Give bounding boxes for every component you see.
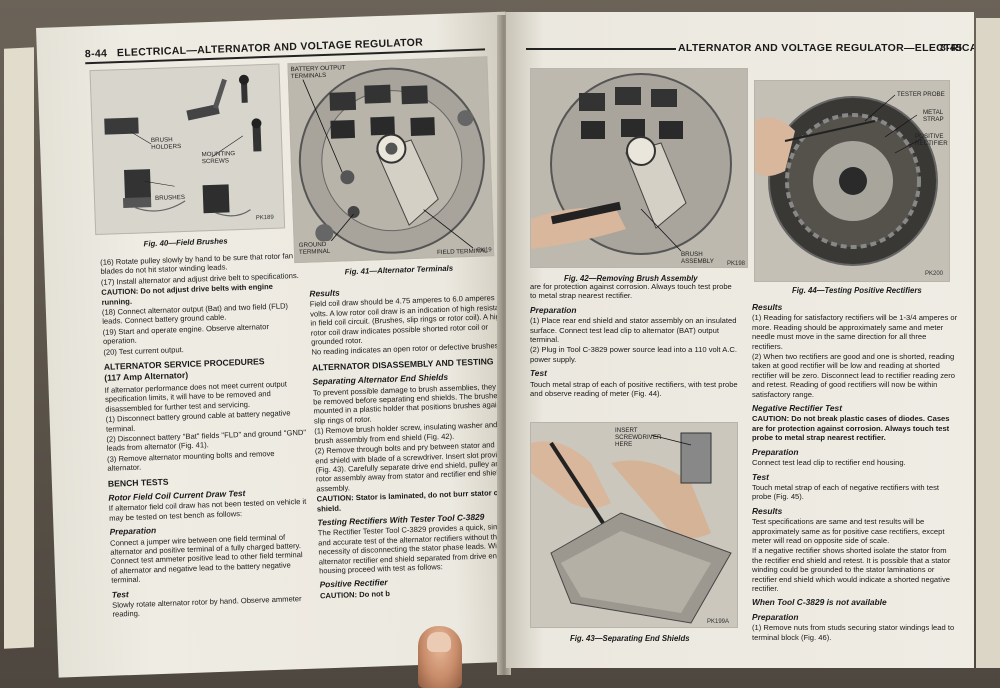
fig41-caption: Fig. 41—Alternator Terminals <box>344 263 454 277</box>
right-running-head: ALTERNATOR AND VOLTAGE REGULATOR—ELECTRI… <box>678 42 974 54</box>
fig40-code: PK189 <box>255 214 274 222</box>
fig43-label-insert-screwdriver: INSERT SCREWDRIVER HERE <box>615 427 662 448</box>
caution-note: CAUTION: Do not break plastic cases of d… <box>752 414 950 443</box>
body-paragraph: Connect test lead clip to rectifier end … <box>752 458 906 468</box>
fig43-code: PK199A <box>707 619 730 625</box>
left-text-column-1: (16) Rotate pulley slowly by hand to be … <box>100 251 313 621</box>
body-paragraph: The Rectifier Tester Tool C-3829 provide… <box>317 522 510 576</box>
body-paragraph: (2) Plug in Tool C-3829 power source lea… <box>530 345 737 364</box>
reader-thumbnail <box>427 632 451 652</box>
fig42-photo: BRUSH ASSEMBLY PK198 <box>530 68 748 268</box>
fig41-label-battery-output: BATTERY OUTPUT TERMINALS <box>290 64 346 81</box>
body-paragraph: (1) Place rear end shield and stator ass… <box>530 316 737 345</box>
separating-end-shields-illustration <box>531 432 732 624</box>
removing-brush-assembly-illustration <box>531 73 732 255</box>
section-heading: Negative Rectifier Test <box>752 403 842 414</box>
section-heading: Preparation <box>752 446 799 457</box>
fig40-label-mounting-screws: MOUNTING SCREWS <box>201 150 236 166</box>
left-page: 8-44 ELECTRICAL—ALTERNATOR AND VOLTAGE R… <box>36 11 529 678</box>
fig43-caption: Fig. 43—Separating End Shields <box>570 634 690 643</box>
body-paragraph: (1) Reading for satisfactory rectifiers … <box>752 313 958 351</box>
body-paragraph: (2) Remove through bolts and pry between… <box>314 439 514 494</box>
fig44-label-metal-strap: METAL STRAP <box>923 109 944 123</box>
fig44-label-tester-probe: TESTER PROBE <box>897 91 945 98</box>
book-cover-edge <box>4 47 34 649</box>
alternator-terminals-illustration <box>298 67 485 254</box>
fig40-label-brushes: BRUSHES <box>154 193 186 202</box>
book-back-edge <box>976 18 1000 668</box>
section-heading: Results <box>752 302 783 312</box>
right-page-number: 8-45 <box>940 42 963 54</box>
field-brushes-illustration <box>104 74 262 217</box>
section-heading: Test <box>530 368 547 379</box>
section-heading: BENCH TESTS <box>107 476 169 489</box>
body-paragraph: Field coil draw should be 4.75 amperes t… <box>309 292 514 347</box>
fig44-caption: Fig. 44—Testing Positive Rectifiers <box>792 286 922 295</box>
fig40-photo: BRUSH HOLDERS MOUNTING SCREWS BRUSHES PK… <box>89 63 286 236</box>
body-paragraph: If a negative rectifier shows shorted is… <box>752 546 951 593</box>
body-paragraph: To prevent possible damage to brush asse… <box>312 381 515 426</box>
fig42-label-brush-assembly: BRUSH ASSEMBLY <box>681 251 714 265</box>
body-paragraph: (1) Remove nuts from studs securing stat… <box>752 623 955 642</box>
body-paragraph: are for protection against corrosion. Al… <box>530 282 732 301</box>
fig44-photo: TESTER PROBE METAL STRAP POSITIVE RECTIF… <box>754 80 950 282</box>
fig40-label-brush-holders: BRUSH HOLDERS <box>150 136 182 152</box>
body-paragraph: Test specifications are same and test re… <box>752 517 945 545</box>
fig41-label-ground-terminal: GROUND TERMINAL <box>298 240 340 256</box>
section-heading: Results <box>752 505 783 516</box>
fig42-code: PK198 <box>727 261 746 267</box>
left-page-number: 8-44 <box>84 47 108 61</box>
fig43-photo: INSERT SCREWDRIVER HERE PK199A <box>530 422 738 628</box>
fig41-photo: BATTERY OUTPUT TERMINALS FIELD TERMINAL … <box>287 56 495 264</box>
fig42-caption: Fig. 42—Removing Brush Assembly <box>564 274 698 283</box>
section-heading: Test <box>752 471 769 482</box>
body-paragraph: Connect a jumper wire between one field … <box>109 532 303 585</box>
section-heading: Preparation <box>752 611 799 622</box>
right-text-column-2: Results(1) Reading for satisfactory rect… <box>752 298 958 643</box>
body-paragraph: (2) When two rectifiers are good and one… <box>752 352 956 399</box>
fig44-code: PK200 <box>925 271 944 277</box>
right-page: ALTERNATOR AND VOLTAGE REGULATOR—ELECTRI… <box>506 12 974 668</box>
right-text-column-1: are for protection against corrosion. Al… <box>530 282 738 399</box>
body-paragraph: Touch metal strap of each of negative re… <box>752 482 939 502</box>
section-heading: When Tool C-3829 is not available <box>752 597 887 608</box>
fig40-caption: Fig. 40—Field Brushes <box>143 236 228 249</box>
section-heading: ALTERNATOR DISASSEMBLY AND TESTING <box>311 356 494 373</box>
fig44-label-positive-rectifier: POSITIVE RECTIFIER <box>915 133 948 147</box>
body-paragraph: Touch metal strap of each of positive re… <box>530 379 738 399</box>
testing-positive-rectifiers-illustration <box>755 94 938 266</box>
right-head-rule <box>526 48 676 50</box>
section-heading: Preparation <box>530 304 577 315</box>
fig41-code: PK19 <box>476 247 492 254</box>
